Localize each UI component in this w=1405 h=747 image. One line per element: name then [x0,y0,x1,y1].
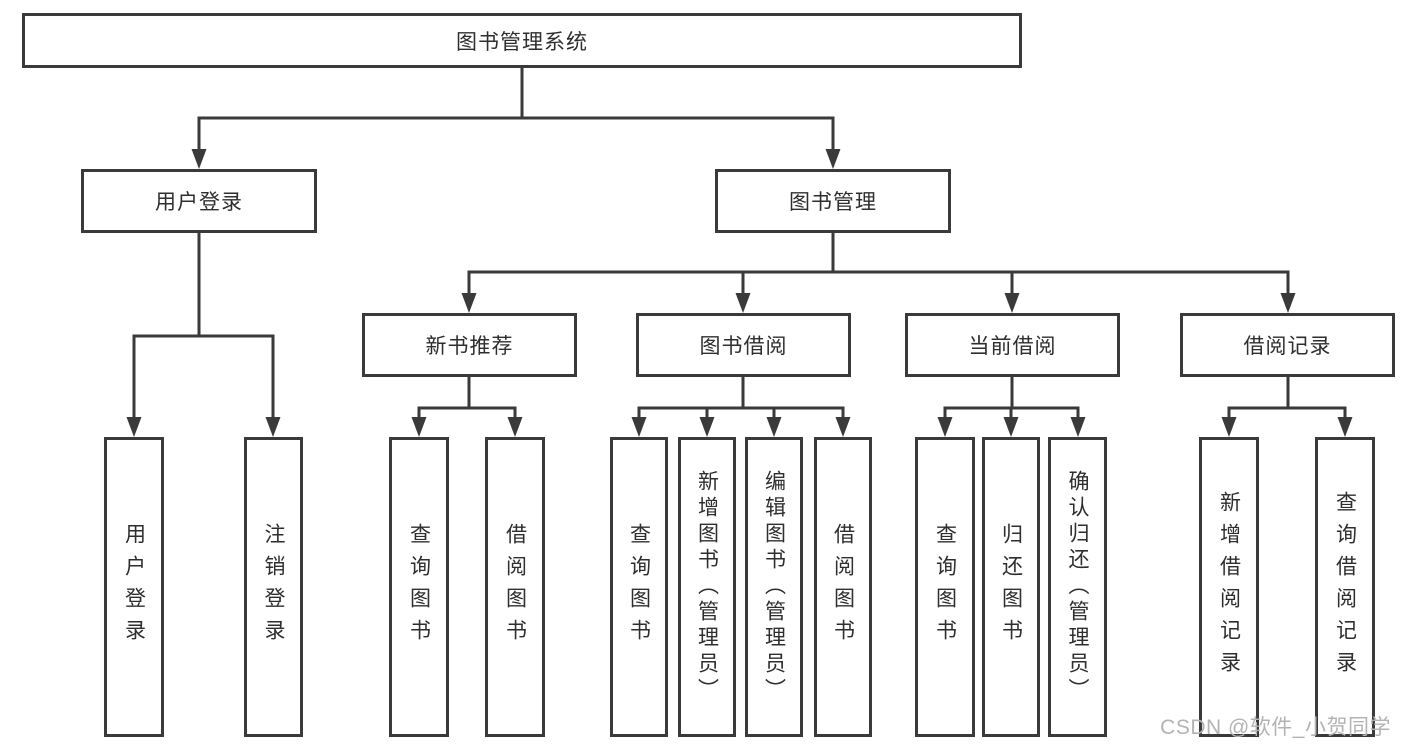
leaf-query-books-current: 查询图书 [915,437,975,737]
leaf-confirm-return-admin: 确认归还（管理员） [1048,437,1107,737]
node-label: 注销登录 [262,523,285,651]
node-label: 确认归还（管理员） [1066,470,1089,704]
node-user-login: 用户登录 [81,169,317,233]
node-current-borrowing: 当前借阅 [905,313,1120,377]
node-label: 新增图书（管理员） [695,470,719,704]
node-book-management: 图书管理 [715,169,951,233]
node-label: 借阅图书 [503,523,527,651]
node-label: 当前借阅 [968,335,1057,358]
node-label: 借阅图书 [831,523,855,651]
node-new-book-recommendation: 新书推荐 [362,313,577,377]
leaf-add-book-admin: 新增图书（管理员） [678,437,736,737]
node-label: 查询图书 [407,523,431,651]
node-label: 图书管理 [789,191,877,214]
leaf-borrow-books: 借阅图书 [814,437,872,737]
watermark: CSDN @软件_小贺同学 [1160,716,1391,739]
leaf-edit-book-admin: 编辑图书（管理员） [745,437,803,737]
node-label: 新增借阅记录 [1217,491,1241,683]
node-label: 查询图书 [933,523,957,651]
node-borrowing-records: 借阅记录 [1180,313,1395,377]
node-label: 图书借阅 [699,335,788,358]
node-book-borrowing: 图书借阅 [636,313,851,377]
node-label: 新书推荐 [425,335,514,358]
node-label: 借阅记录 [1243,335,1332,358]
node-label: 归还图书 [999,523,1023,651]
node-library-management-system: 图书管理系统 [22,13,1022,68]
node-label: 编辑图书（管理员） [762,470,786,704]
leaf-return-books: 归还图书 [982,437,1040,737]
leaf-query-books-borrowing: 查询图书 [610,437,668,737]
leaf-borrow-books-recommend: 借阅图书 [485,437,545,737]
leaf-logout: 注销登录 [244,437,303,737]
leaf-query-borrow-record: 查询借阅记录 [1315,437,1375,737]
leaf-user-login: 用户登录 [104,437,164,737]
node-label: 查询借阅记录 [1333,491,1357,683]
leaf-query-books-recommend: 查询图书 [389,437,449,737]
node-label: 图书管理系统 [456,30,588,54]
leaf-add-borrow-record: 新增借阅记录 [1199,437,1259,737]
node-label: 查询图书 [627,523,651,651]
node-label: 用户登录 [155,191,243,214]
node-label: 用户登录 [122,523,146,651]
